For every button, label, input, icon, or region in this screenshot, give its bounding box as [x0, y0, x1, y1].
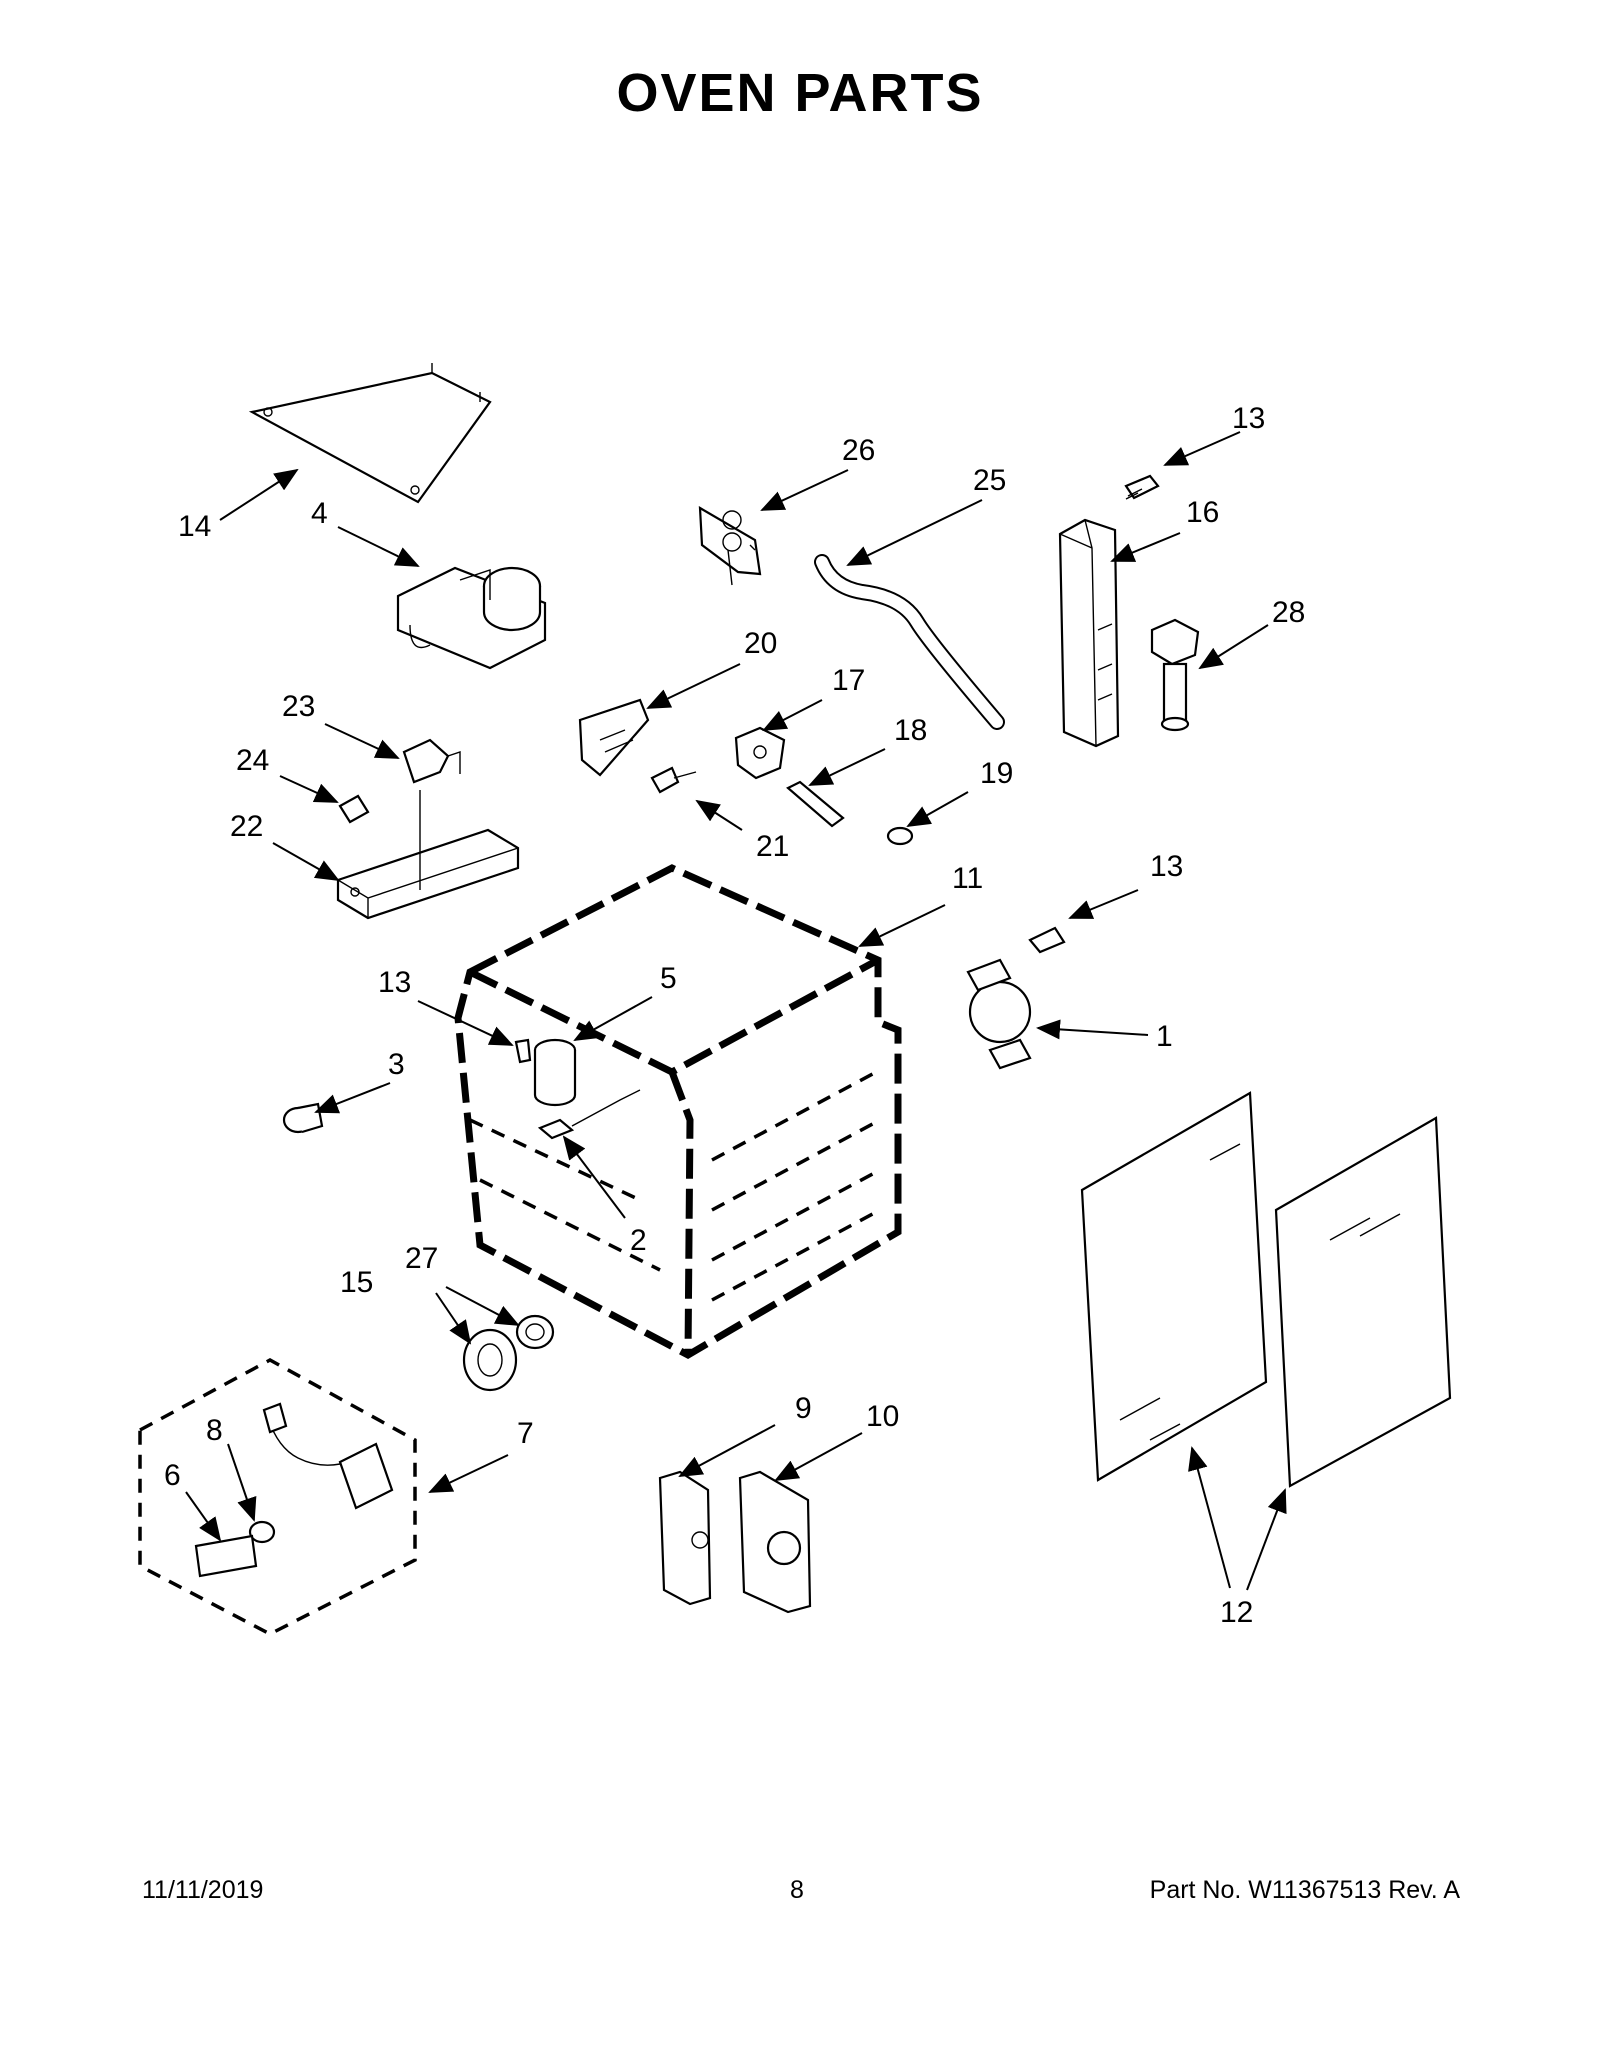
part-9-hinge	[658, 1470, 712, 1606]
callout-14: 14	[178, 510, 211, 543]
part-3-knob	[282, 1102, 324, 1134]
footer-page-number: 8	[790, 1876, 804, 1904]
part-5-cylinder	[533, 1038, 577, 1107]
part-16-control-box	[1058, 518, 1120, 748]
callout-13-top: 13	[1232, 402, 1265, 435]
part-26-bracket	[698, 506, 762, 586]
callout-5: 5	[660, 962, 677, 995]
callout-23: 23	[282, 690, 315, 723]
callout-21: 21	[756, 830, 789, 863]
footer-part-number: Part No. W11367513 Rev. A	[1149, 1876, 1460, 1904]
part-17-valve	[734, 726, 786, 780]
page-title: OVEN PARTS	[616, 63, 984, 123]
callout-10: 10	[866, 1400, 899, 1433]
callout-19: 19	[980, 757, 1013, 790]
part-25-tube	[814, 554, 1005, 730]
part-7-light-kit	[138, 1358, 417, 1636]
callout-22: 22	[230, 810, 263, 843]
callout-1: 1	[1156, 1020, 1173, 1053]
part-8-bulb	[248, 1520, 276, 1544]
footer-date: 11/11/2019	[142, 1876, 264, 1904]
callout-2: 2	[630, 1224, 647, 1257]
callout-15: 15	[340, 1266, 373, 1299]
part-21-screw	[650, 766, 697, 794]
part-2-bracket	[537, 1089, 641, 1140]
callout-7: 7	[517, 1417, 534, 1450]
callout-28: 28	[1272, 596, 1305, 629]
callout-4: 4	[311, 497, 328, 530]
callout-20: 20	[744, 627, 777, 660]
callout-24: 24	[236, 744, 269, 777]
part-19-clamp	[886, 826, 914, 846]
callout-8: 8	[206, 1414, 223, 1447]
part-4-valve-assembly	[396, 566, 547, 670]
part-14-cover-plate	[248, 363, 492, 504]
callout-6: 6	[164, 1459, 181, 1492]
part-28-sensor	[1150, 618, 1200, 732]
callout-16: 16	[1186, 496, 1219, 529]
part-6-lens	[194, 1534, 258, 1578]
part-13-screw-right	[1028, 926, 1066, 954]
callout-27: 27	[405, 1242, 438, 1275]
callout-12: 12	[1220, 1596, 1253, 1629]
part-24-clip	[338, 794, 370, 824]
part-27-ring	[515, 1314, 555, 1350]
callout-9: 9	[795, 1392, 812, 1425]
part-11-oven-cavity	[454, 864, 902, 1360]
part-22-channel	[336, 790, 520, 920]
part-23-valve	[402, 738, 461, 784]
callout-18: 18	[894, 714, 927, 747]
part-10-hinge	[738, 1470, 812, 1614]
callout-25: 25	[973, 464, 1006, 497]
callout-3: 3	[388, 1048, 405, 1081]
part-13-screw-top	[1124, 474, 1160, 500]
part-18-tube	[786, 780, 845, 828]
callout-11: 11	[952, 862, 983, 895]
part-12-side-panels	[1080, 1091, 1452, 1488]
callout-13-right: 13	[1150, 850, 1183, 883]
part-1-thermostat	[966, 958, 1032, 1070]
part-13-screw-left	[514, 1038, 532, 1064]
callout-26: 26	[842, 434, 875, 467]
callout-17: 17	[832, 664, 865, 697]
part-15-housing	[462, 1328, 518, 1392]
callout-13-left: 13	[378, 966, 411, 999]
part-20-bracket	[578, 698, 650, 777]
leader-lines	[185, 431, 1287, 1591]
